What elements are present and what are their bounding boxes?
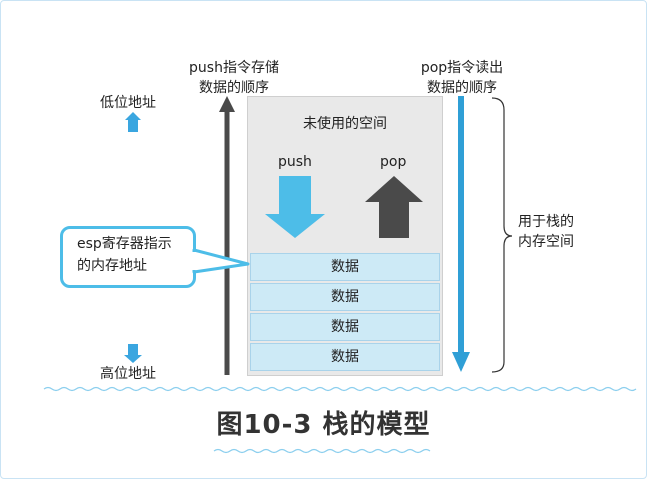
pop-label: pop [380, 154, 407, 170]
pop-order-arrow [452, 96, 470, 372]
stack-data-cell: 数据 [250, 253, 440, 281]
esp-callout-line2: 的内存地址 [77, 258, 147, 274]
stack-space-label: 用于栈的 内存空间 [518, 212, 574, 252]
stack-space-line2: 内存空间 [518, 234, 574, 250]
wavy-baseline [43, 386, 637, 392]
push-order-line1: push指令存储 [189, 60, 279, 76]
low-address-label: 低位地址 [100, 95, 156, 111]
push-order-arrow [219, 96, 235, 375]
caption-underline [213, 448, 431, 454]
stack-data-cell: 数据 [250, 283, 440, 311]
high-address-label: 高位地址 [100, 366, 156, 382]
pop-order-label: pop指令读出 数据的顺序 [410, 58, 514, 98]
figure-caption: 图10-3 栈的模型 [216, 410, 431, 440]
stack-data-cell: 数据 [250, 343, 440, 371]
push-order-label: push指令存储 数据的顺序 [182, 58, 286, 98]
stack-space-line1: 用于栈的 [518, 214, 574, 230]
stack-data-cell: 数据 [250, 313, 440, 341]
push-order-line2: 数据的顺序 [199, 80, 269, 96]
push-down-arrow-icon [265, 176, 325, 238]
pop-order-line1: pop指令读出 [420, 60, 504, 76]
pop-order-line2: 数据的顺序 [427, 80, 497, 96]
low-address-arrow-icon [125, 112, 141, 132]
push-label: push [278, 154, 312, 170]
esp-callout-line1: esp寄存器指示 [77, 236, 172, 252]
high-address-arrow-icon [124, 344, 142, 363]
stack-space-brace [491, 97, 513, 373]
pop-up-arrow-icon [365, 176, 423, 238]
unused-space-label: 未使用的空间 [303, 116, 387, 132]
